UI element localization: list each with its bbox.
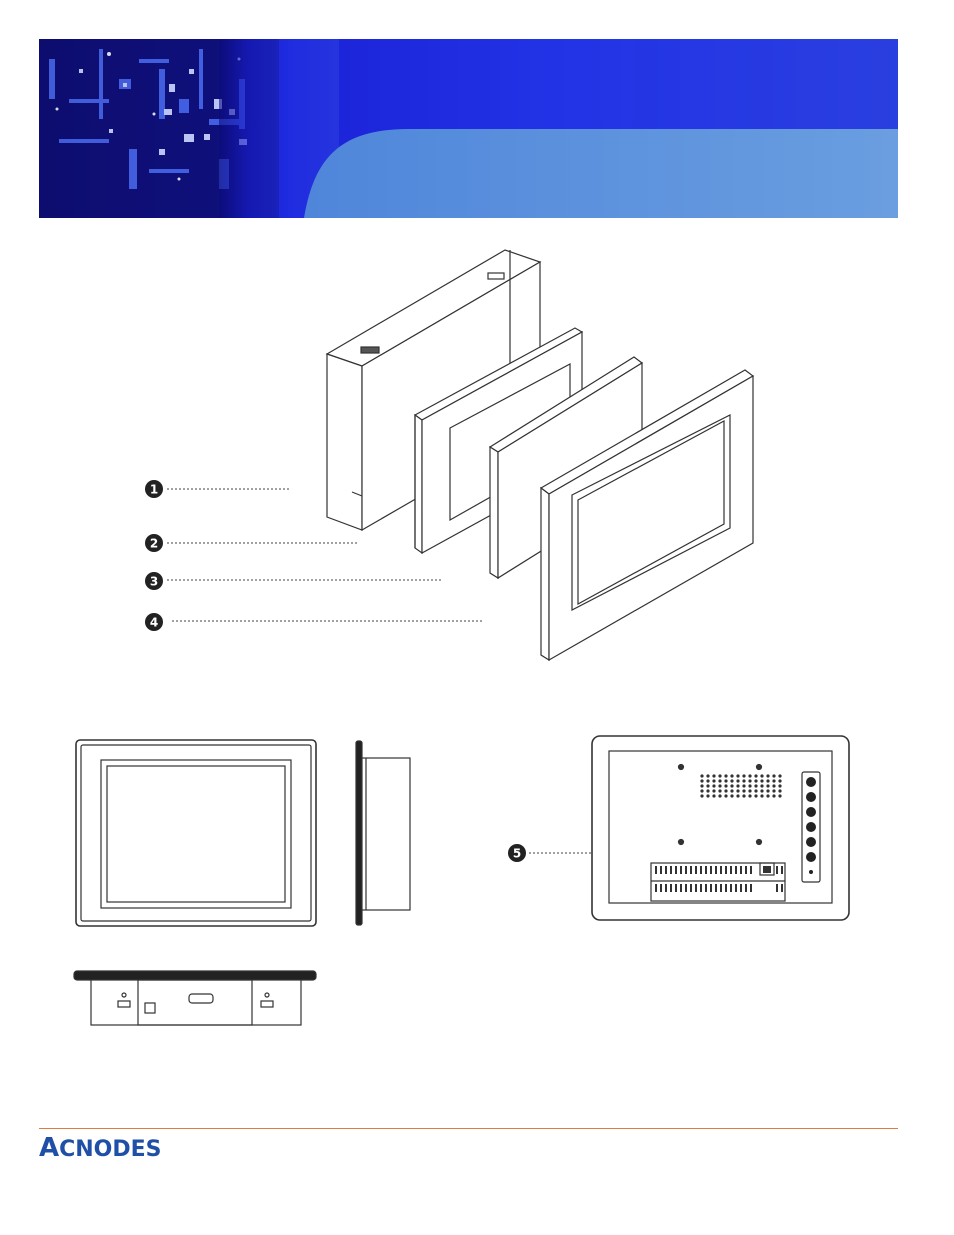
svg-text:4: 4 (150, 616, 158, 630)
callout-4: 4 (145, 613, 163, 631)
callout-1: 1 (145, 480, 163, 498)
bottom-view-drawing (74, 971, 316, 1025)
callout-3: 3 (145, 572, 163, 590)
logo-first-letter: A (39, 1133, 59, 1163)
front-view-drawing (76, 740, 316, 926)
svg-text:1: 1 (150, 483, 158, 497)
svg-text:3: 3 (150, 575, 158, 589)
svg-text:2: 2 (150, 537, 158, 551)
logo-rest: CNODES (59, 1137, 161, 1162)
side-view-drawing (356, 741, 410, 925)
acnodes-logo: ACNODES (39, 1133, 162, 1163)
svg-text:5: 5 (513, 847, 521, 861)
callout-2: 2 (145, 534, 163, 552)
callout-5: 5 (508, 844, 526, 862)
footer-rule (39, 1128, 898, 1129)
